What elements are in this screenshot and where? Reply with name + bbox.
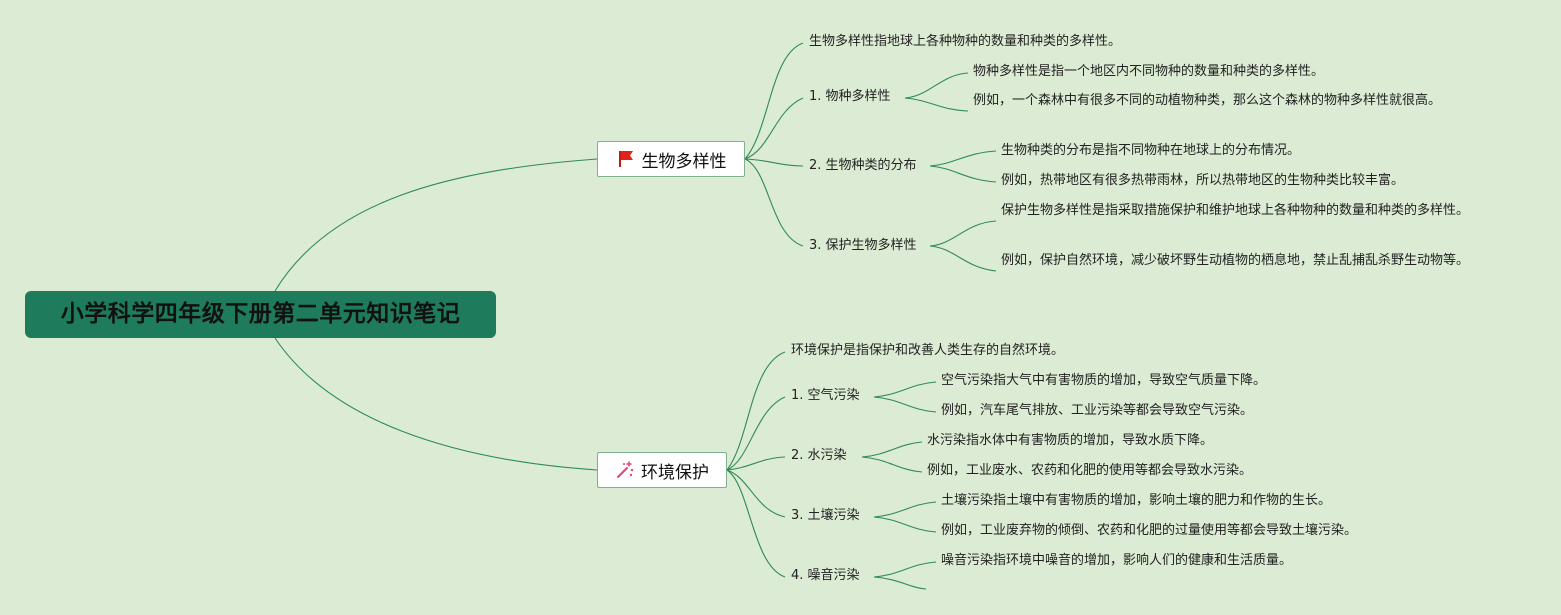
connector-env-topic2 xyxy=(726,456,786,471)
bio-topic-3[interactable]: 3. 保护生物多样性 xyxy=(809,238,917,253)
bio-topic-1-detail-2[interactable]: 例如，一个森林中有很多不同的动植物种类，那么这个森林的物种多样性就很高。 xyxy=(973,93,1442,108)
connector-bio-topic3 xyxy=(744,158,804,247)
branch-label: 生物多样性 xyxy=(641,151,727,172)
env-topic-3-detail-2[interactable]: 例如，工业废弃物的倾倒、农药和化肥的过量使用等都会导致土壤污染。 xyxy=(941,523,1358,538)
env-topic-4[interactable]: 4. 噪音污染 xyxy=(791,568,860,583)
connector-env-topic1 xyxy=(726,396,786,471)
connector-bio-t3-d1 xyxy=(929,220,997,247)
bio-topic-3-detail-2[interactable]: 例如，保护自然环境，减少破坏野生动植物的栖息地，禁止乱捕乱杀野生动物等。 xyxy=(1001,253,1470,268)
branch-environment[interactable]: 环境保护 xyxy=(597,452,727,488)
connector-root-environment xyxy=(274,337,598,471)
branch-label: 环境保护 xyxy=(641,462,709,483)
bio-intro[interactable]: 生物多样性指地球上各种物种的数量和种类的多样性。 xyxy=(809,34,1122,49)
env-topic-1-detail-1[interactable]: 空气污染指大气中有害物质的增加，导致空气质量下降。 xyxy=(941,373,1267,388)
bio-topic-1[interactable]: 1. 物种多样性 xyxy=(809,89,891,104)
connector-bio-t2-d1 xyxy=(929,150,997,167)
connector-env-t1-d1 xyxy=(873,381,937,398)
env-intro[interactable]: 环境保护是指保护和改善人类生存的自然环境。 xyxy=(791,343,1065,358)
env-topic-1[interactable]: 1. 空气污染 xyxy=(791,388,860,403)
connector-env-topic4 xyxy=(726,469,786,578)
env-topic-4-detail-1[interactable]: 噪音污染指环境中噪音的增加，影响人们的健康和生活质量。 xyxy=(941,553,1293,568)
connector-bio-t1-d2 xyxy=(904,97,969,112)
connector-env-t1-d2 xyxy=(873,396,937,413)
connector-env-t2-d2 xyxy=(861,456,923,473)
connector-env-intro xyxy=(726,351,786,471)
bio-topic-2[interactable]: 2. 生物种类的分布 xyxy=(809,158,917,173)
env-topic-2[interactable]: 2. 水污染 xyxy=(791,448,847,463)
env-topic-2-detail-2[interactable]: 例如，工业废水、农药和化肥的使用等都会导致水污染。 xyxy=(927,463,1253,478)
env-topic-3-detail-1[interactable]: 土壤污染指土壤中有害物质的增加，影响土壤的肥力和作物的生长。 xyxy=(941,493,1332,508)
red-flag-icon xyxy=(616,149,636,169)
bio-topic-2-detail-1[interactable]: 生物种类的分布是指不同物种在地球上的分布情况。 xyxy=(1001,143,1301,158)
connector-bio-t1-d1 xyxy=(904,72,969,99)
connector-bio-intro xyxy=(744,42,804,160)
bio-topic-3-detail-1[interactable]: 保护生物多样性是指采取措施保护和维护地球上各种物种的数量和种类的多样性。 xyxy=(1001,203,1470,218)
bio-topic-1-detail-1[interactable]: 物种多样性是指一个地区内不同物种的数量和种类的多样性。 xyxy=(973,64,1325,79)
connector-env-t3-d2 xyxy=(873,516,937,533)
connector-env-t3-d1 xyxy=(873,501,937,518)
connector-root-biodiversity xyxy=(274,158,598,292)
connector-env-t4-d2 xyxy=(873,576,927,590)
connector-bio-t3-d2 xyxy=(929,245,997,272)
connector-env-t4-d1 xyxy=(873,561,937,578)
env-topic-3[interactable]: 3. 土壤污染 xyxy=(791,508,860,523)
sparkle-wand-icon xyxy=(615,460,635,480)
connector-bio-t2-d2 xyxy=(929,165,997,183)
env-topic-1-detail-2[interactable]: 例如，汽车尾气排放、工业污染等都会导致空气污染。 xyxy=(941,403,1254,418)
connector-env-t2-d1 xyxy=(861,441,923,458)
connector-env-topic3 xyxy=(726,469,786,518)
env-topic-2-detail-1[interactable]: 水污染指水体中有害物质的增加，导致水质下降。 xyxy=(927,433,1214,448)
root-topic[interactable]: 小学科学四年级下册第二单元知识笔记 xyxy=(25,291,496,338)
connector-bio-topic1 xyxy=(744,97,804,160)
branch-biodiversity[interactable]: 生物多样性 xyxy=(597,141,745,177)
bio-topic-2-detail-2[interactable]: 例如，热带地区有很多热带雨林，所以热带地区的生物种类比较丰富。 xyxy=(1001,173,1405,188)
connector-bio-topic2 xyxy=(744,158,804,167)
